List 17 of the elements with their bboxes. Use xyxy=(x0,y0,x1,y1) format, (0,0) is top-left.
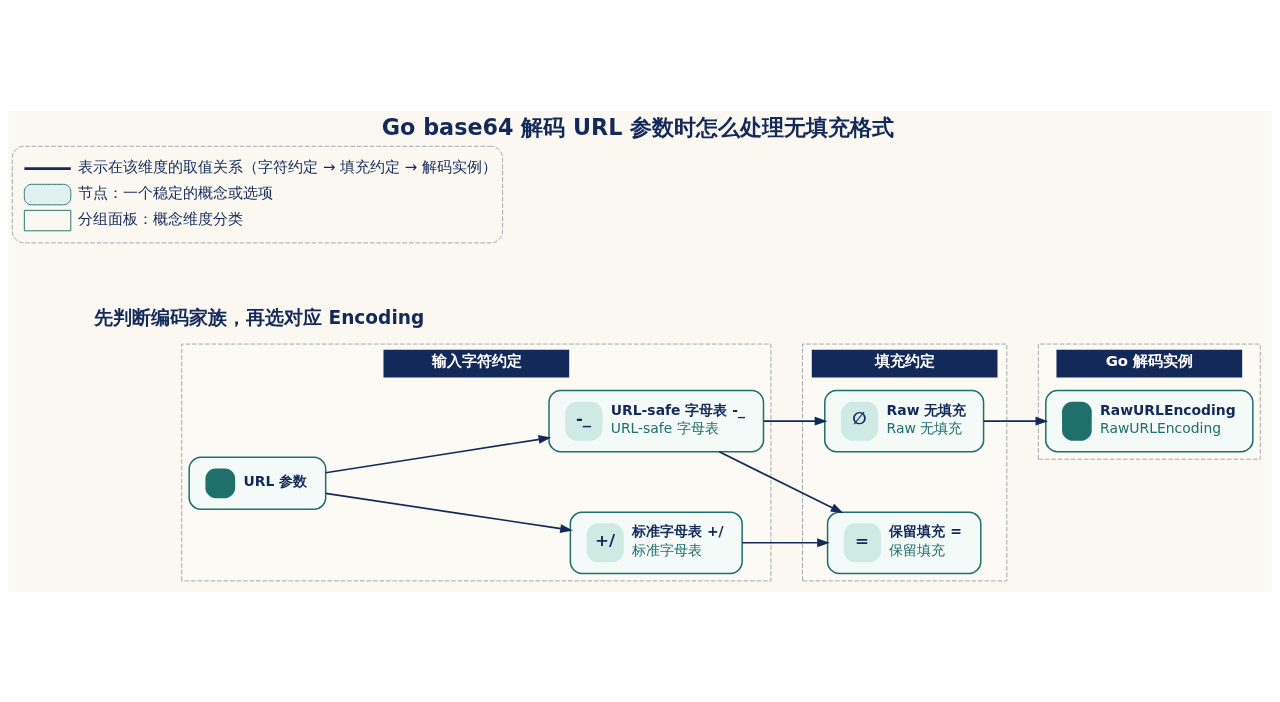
arrow xyxy=(741,537,830,547)
arrow xyxy=(718,450,844,513)
arrow xyxy=(982,416,1049,426)
legend-label: 分组面板：概念维度分类 xyxy=(78,209,244,228)
arrow xyxy=(324,492,573,533)
label: 先判断编码家族，再选对应 Encoding xyxy=(94,306,425,328)
node-box: ∅ Raw 无填充 Raw 无填充 xyxy=(824,389,985,453)
node-box: RawURLEncoding RawURLEncoding xyxy=(1045,389,1254,453)
node-box: -_ URL-safe 字母表 -_ URL-safe 字母表 xyxy=(548,389,765,453)
node-box: URL 参数 xyxy=(188,456,327,510)
legend-label: 表示在该维度的取值关系（字符约定 → 填充约定 → 解码实例） xyxy=(78,157,497,176)
arrow xyxy=(762,416,828,426)
arrow xyxy=(324,434,552,474)
node-box: = 保留填充 = 保留填充 xyxy=(826,510,982,574)
legend-label: 节点：一个稳定的概念或选项 xyxy=(78,183,274,202)
diagram-title: Go base64 解码 URL 参数时怎么处理无填充格式 xyxy=(381,113,895,140)
node-box: +/ 标准字母表 +/ 标准字母表 xyxy=(569,510,743,574)
